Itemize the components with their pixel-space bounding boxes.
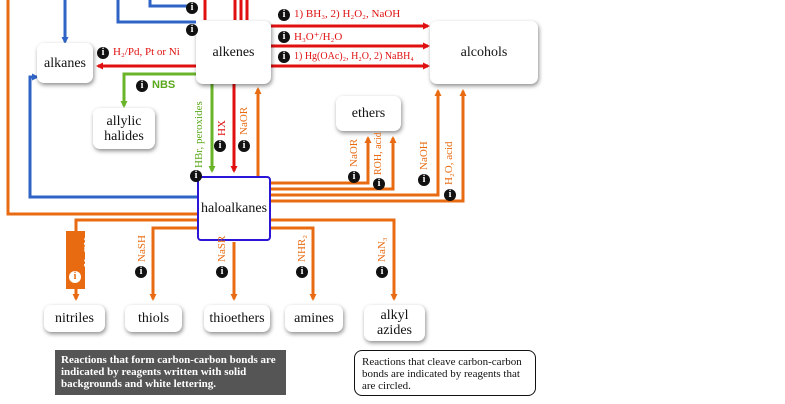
- reagent-hydroboration[interactable]: 1) BH₃, 2) H₂O₂, NaOH: [294, 8, 401, 20]
- info-icon[interactable]: i: [238, 140, 250, 152]
- reagent-roh-acid[interactable]: ROH, acid: [373, 132, 384, 175]
- node-amines[interactable]: amines: [285, 305, 343, 332]
- info-icon[interactable]: i: [373, 178, 385, 190]
- reagent-hydrogenation[interactable]: H₂/Pd, Pt or Ni: [113, 46, 180, 58]
- reagent-nash[interactable]: NaSH: [136, 235, 148, 262]
- node-thioethers[interactable]: thioethers: [204, 305, 270, 332]
- info-icon[interactable]: i: [278, 51, 290, 63]
- node-haloalkanes[interactable]: haloalkanes: [197, 176, 271, 241]
- arrow-top-blue-2: [148, 0, 196, 8]
- reagent-naor-elimination[interactable]: NaOR: [238, 106, 250, 135]
- info-icon[interactable]: i: [376, 266, 388, 278]
- info-icon[interactable]: i: [97, 47, 109, 59]
- reagent-naoh[interactable]: NaOH: [418, 141, 430, 170]
- info-icon[interactable]: i: [418, 174, 430, 186]
- reagent-hydration[interactable]: H₃O⁺/H₂O: [294, 31, 343, 43]
- node-ethers[interactable]: ethers: [336, 96, 401, 131]
- info-icon[interactable]: i: [278, 31, 290, 43]
- info-icon[interactable]: i: [216, 266, 228, 278]
- arrow-haloalkanes-to-alkyl-azides: [271, 218, 398, 301]
- reagent-nan3[interactable]: NaN₃: [376, 237, 388, 262]
- info-icon[interactable]: i: [278, 9, 290, 21]
- node-thiols[interactable]: thiols: [125, 305, 182, 332]
- info-icon[interactable]: i: [296, 266, 308, 278]
- info-icon: i: [69, 271, 81, 283]
- node-alkyl-azides[interactable]: alkyl azides: [364, 305, 425, 341]
- reagent-naor-ether[interactable]: NaOR: [348, 138, 360, 167]
- info-icon[interactable]: i: [190, 170, 202, 182]
- reagent-hbr-peroxides[interactable]: HBr, peroxides: [193, 101, 205, 168]
- arrow-haloalkanes-to-alkanes: [28, 73, 197, 199]
- arrow-haloalkanes-to-amines: [271, 226, 317, 301]
- node-allylic-halides[interactable]: allylic halides: [93, 108, 155, 149]
- reagent-nasr[interactable]: NaSR: [216, 235, 228, 262]
- node-nitriles[interactable]: nitriles: [44, 305, 105, 332]
- reagent-nacn-badge[interactable]: NaCN i: [66, 231, 94, 289]
- arrow-haloalkanes-to-ethers-roh: [271, 136, 397, 191]
- arrow-haloalkanes-to-alcohols-h2o: [271, 89, 467, 203]
- arrow-outer-orange-loop: [6, 0, 197, 216]
- arrow-haloalkanes-to-thiols: [149, 226, 197, 301]
- arrow-top-loop-blue: [116, 0, 196, 24]
- reagent-nacn: NaCN: [82, 237, 94, 267]
- info-icon[interactable]: i: [186, 24, 198, 36]
- reagent-nhr2[interactable]: NHR₂: [296, 234, 308, 262]
- reagent-hx[interactable]: HX: [216, 120, 228, 136]
- reagent-nbs[interactable]: NBS: [152, 79, 176, 91]
- reagent-h2o-acid[interactable]: H₂O, acid: [443, 141, 455, 185]
- info-icon[interactable]: i: [136, 80, 148, 92]
- reagent-oxymercuration[interactable]: 1) Hg(OAc)₂, H₂O, 2) NaBH₄: [294, 51, 414, 62]
- arrow-haloalkanes-to-alcohols-naoh: [271, 89, 442, 197]
- note-carbon-carbon-forming: Reactions that form carbon-carbon bonds …: [55, 350, 286, 395]
- info-icon[interactable]: i: [135, 266, 147, 278]
- info-icon[interactable]: i: [186, 2, 198, 14]
- note-carbon-carbon-cleaving: Reactions that cleave carbon-carbon bond…: [354, 350, 536, 396]
- info-icon[interactable]: i: [348, 171, 360, 183]
- info-icon[interactable]: i: [214, 140, 226, 152]
- info-icon[interactable]: i: [444, 189, 456, 201]
- node-alkanes[interactable]: alkanes: [37, 43, 93, 83]
- arrow-alkenes-to-allylic-halides: [120, 72, 196, 108]
- node-alcohols[interactable]: alcohols: [430, 21, 538, 84]
- arrow-haloalkanes-to-ethers-naor: [271, 136, 372, 185]
- node-alkenes[interactable]: alkenes: [196, 21, 271, 84]
